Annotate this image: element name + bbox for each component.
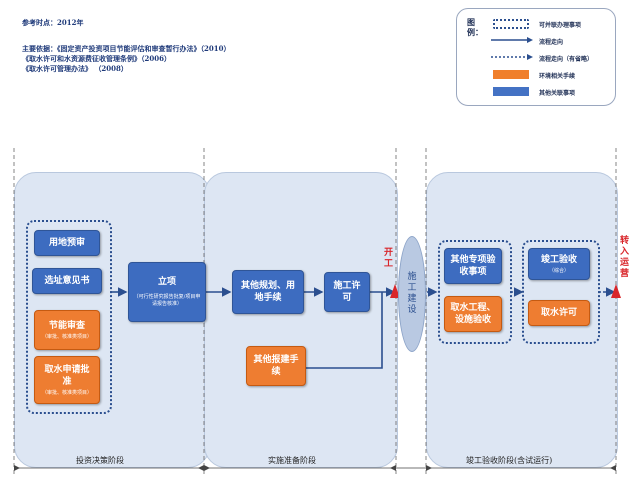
other-planning-box[interactable]: 其他规划、用地手续 bbox=[232, 270, 304, 314]
phase-label-investment: 投资决策阶段 bbox=[76, 456, 124, 465]
water-permit-review-box[interactable]: 取水申请批准 （审批、核准类项目） bbox=[34, 356, 100, 404]
energy-review-sub: （审批、核准类项目） bbox=[41, 333, 92, 340]
parallel-group-acceptance-right bbox=[522, 240, 600, 344]
parallel-group-decision bbox=[26, 220, 112, 414]
legend-other-swatch bbox=[493, 87, 529, 96]
basis-line-1: 主要依据：《固定资产投资项目节能评估和审查暂行办法》（2010） bbox=[22, 44, 231, 53]
construction-permit-box[interactable]: 施工许可 bbox=[324, 272, 370, 312]
legend: 图例： 可并联办理事项 流程走向 流程走向（有省略） 环境相关手续 其他关联事项 bbox=[456, 8, 616, 106]
site-opinion-box[interactable]: 选址意见书 bbox=[32, 268, 102, 294]
other-construction-label: 其他报建手续 bbox=[253, 355, 299, 377]
legend-flow-arrow-icon bbox=[491, 37, 533, 43]
water-permit-review-label: 取水申请批准 bbox=[44, 364, 90, 387]
legend-parallel-swatch bbox=[493, 19, 529, 29]
start-milestone-label: 开工 bbox=[384, 248, 394, 269]
project-approval-label: 立项 bbox=[157, 277, 176, 287]
water-acceptance-box[interactable]: 取水工程、设施验收 bbox=[444, 296, 502, 332]
construction-permit-label: 施工许可 bbox=[333, 281, 361, 303]
other-construction-box[interactable]: 其他报建手续 bbox=[246, 346, 306, 386]
project-approval-box[interactable]: 立项 （可行性研究报告批复/项目申请报告核准） bbox=[128, 262, 206, 322]
land-preapproval-box[interactable]: 用地预审 bbox=[34, 230, 100, 256]
completion-acceptance-sub: （综合） bbox=[548, 267, 569, 274]
basis-line-2: 《取水许可和水资源费征收管理条例》（2006） bbox=[22, 54, 171, 63]
phase-label-completion: 竣工验收阶段(含试运行) bbox=[466, 456, 553, 465]
completion-acceptance-box[interactable]: 竣工验收 （综合） bbox=[528, 248, 590, 280]
legend-environment-label: 环境相关手续 bbox=[539, 73, 576, 80]
operation-milestone-label: 转入运营 bbox=[620, 236, 630, 279]
other-acceptance-label: 其他专项验收事项 bbox=[450, 255, 496, 277]
other-planning-label: 其他规划、用地手续 bbox=[241, 281, 296, 303]
basis-line-3: 《取水许可管理办法》 （2008） bbox=[22, 64, 128, 73]
legend-other-label: 其他关联事项 bbox=[539, 90, 576, 97]
construction-ellipse[interactable]: 施工建设 bbox=[398, 236, 426, 352]
water-acceptance-label: 取水工程、设施验收 bbox=[450, 303, 496, 325]
legend-flow-omitted-arrow-icon bbox=[491, 54, 533, 60]
phase-label-implementation: 实施准备阶段 bbox=[268, 456, 316, 465]
water-permit-label: 取水许可 bbox=[540, 308, 577, 318]
other-acceptance-box[interactable]: 其他专项验收事项 bbox=[444, 248, 502, 284]
legend-parallel-label: 可并联办理事项 bbox=[539, 22, 582, 29]
land-preapproval-label: 用地预审 bbox=[48, 238, 85, 248]
construction-label: 施工建设 bbox=[407, 272, 417, 315]
time-point-text: 参考时点：2012年 bbox=[22, 18, 84, 27]
water-permit-box[interactable]: 取水许可 bbox=[528, 300, 590, 326]
project-approval-sub: （可行性研究报告批复/项目申请报告核准） bbox=[133, 294, 201, 307]
legend-title: 图例： bbox=[467, 17, 483, 37]
energy-review-label: 节能审查 bbox=[48, 320, 85, 331]
energy-review-box[interactable]: 节能审查 （审批、核准类项目） bbox=[34, 310, 100, 350]
parallel-group-acceptance-left bbox=[438, 240, 512, 344]
legend-flow-omitted-label: 流程走向（有省略） bbox=[539, 56, 594, 63]
phase-implementation-prep bbox=[204, 172, 398, 468]
completion-acceptance-label: 竣工验收 bbox=[540, 254, 577, 265]
legend-environment-swatch bbox=[493, 70, 529, 79]
legend-flow-label: 流程走向 bbox=[539, 39, 564, 46]
site-opinion-label: 选址意见书 bbox=[44, 276, 90, 286]
water-permit-review-sub: （审批、核准类项目） bbox=[41, 389, 92, 396]
